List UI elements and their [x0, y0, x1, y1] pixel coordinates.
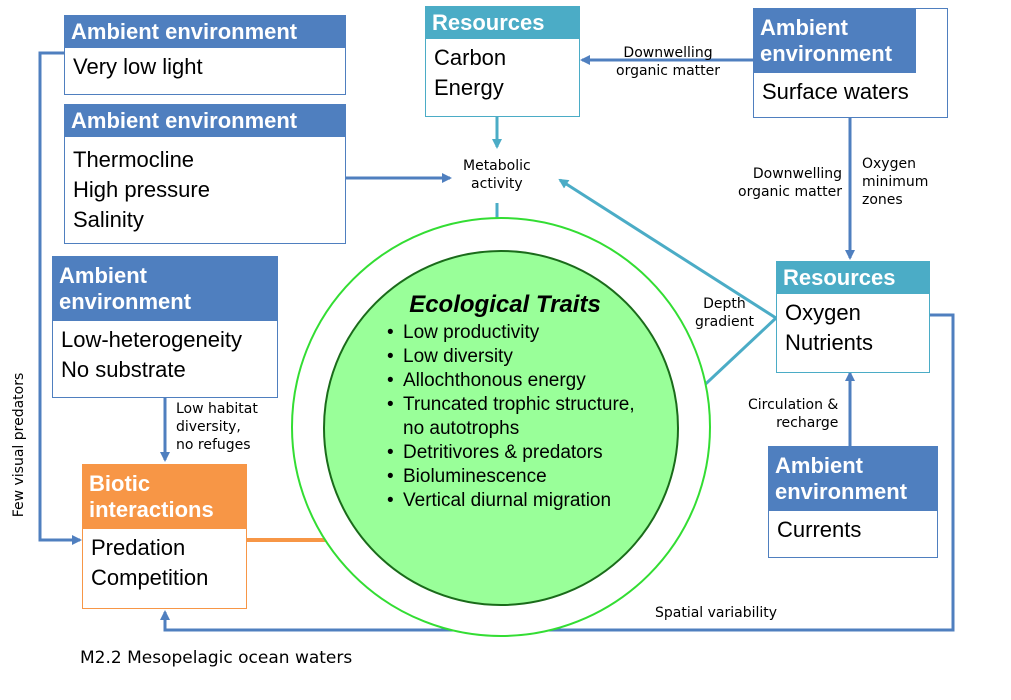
box-line: Competition: [91, 565, 209, 590]
box-line: Carbon: [434, 45, 507, 70]
label-line: Low habitat: [176, 401, 258, 417]
resources-carbon-box: Resources Carbon Energy: [425, 6, 580, 117]
label-few-visual-predators: Few visual predators: [4, 340, 34, 550]
resources-oxygen-box: Resources Oxygen Nutrients: [776, 261, 930, 373]
label-line: activity: [471, 176, 523, 192]
label-line: minimum: [862, 174, 929, 190]
ecological-traits: Ecological Traits Low productivity Low d…: [385, 291, 645, 513]
trait-item: Allochthonous energy: [385, 369, 645, 393]
box-line: Surface waters: [762, 79, 909, 104]
label-line: organic matter: [616, 63, 721, 79]
label-line: diversity,: [176, 419, 241, 435]
box-header: Ambient environment: [769, 447, 937, 511]
label-metabolic-activity: Metabolic activity: [463, 157, 531, 193]
label-line: gradient: [695, 314, 754, 330]
box-header: Biotic interactions: [83, 465, 246, 529]
box-line: Thermocline: [73, 147, 195, 172]
box-header: Ambient environment: [65, 16, 345, 48]
label-downwelling-top: Downwelling organic matter: [616, 44, 720, 80]
label-line: Circulation &: [748, 397, 839, 413]
box-line: Salinity: [73, 207, 144, 232]
box-header: Resources: [426, 7, 579, 39]
box-body: Very low light: [65, 48, 345, 86]
box-body: Low-heterogeneity No substrate: [53, 321, 277, 389]
ambient-thermocline-box: Ambient environment Thermocline High pre…: [64, 104, 346, 244]
arrow-few-visual-predators: [38, 51, 82, 545]
label-line: Downwelling: [623, 45, 713, 61]
label-line: Metabolic: [463, 158, 531, 174]
label-line: Downwelling: [752, 166, 843, 182]
box-line: Predation: [91, 535, 186, 560]
label-line: organic matter: [738, 184, 843, 200]
label-line: no refuges: [176, 437, 251, 453]
arrow-spatial-variability: [160, 313, 955, 632]
ambient-light-box: Ambient environment Very low light: [64, 15, 346, 95]
box-line: Low-heterogeneity: [61, 327, 243, 352]
traits-list: Low productivity Low diversity Allochtho…: [385, 321, 645, 513]
label-line: Depth: [703, 296, 746, 312]
label-line: zones: [862, 192, 903, 208]
ambient-currents-box: Ambient environment Currents: [768, 446, 938, 558]
box-line: High pressure: [73, 177, 210, 202]
box-line: Currents: [777, 517, 862, 542]
label-line: recharge: [776, 415, 839, 431]
box-header: Ambient environment: [53, 257, 277, 321]
ambient-heterogeneity-box: Ambient environment Low-heterogeneity No…: [52, 256, 278, 398]
box-line: Energy: [434, 75, 504, 100]
label-downwelling-right: Downwelling organic matter: [738, 165, 842, 201]
box-line: No substrate: [61, 357, 186, 382]
arrow-resources-right-metabolic: [558, 178, 777, 320]
box-body: Oxygen Nutrients: [777, 294, 929, 362]
biotic-interactions-box: Biotic interactions Predation Competitio…: [82, 464, 247, 609]
trait-item: Low diversity: [385, 345, 645, 369]
label-oxygen-minimum: Oxygen minimum zones: [862, 155, 928, 209]
box-body: Currents: [769, 511, 937, 549]
trait-item: Vertical diurnal migration: [385, 489, 645, 513]
label-circulation: Circulation & recharge: [748, 396, 838, 432]
box-body: Thermocline High pressure Salinity: [65, 137, 345, 239]
box-body: Predation Competition: [83, 529, 246, 597]
trait-item: Truncated trophic structure, no autotrop…: [385, 393, 645, 441]
box-line: Very low light: [73, 54, 203, 79]
caption: M2.2 Mesopelagic ocean waters: [80, 648, 353, 668]
box-body: Surface waters: [754, 73, 947, 111]
box-header: Resources: [777, 262, 929, 294]
box-header: Ambient environment: [754, 9, 916, 73]
label-line: Few visual predators: [11, 372, 27, 518]
box-header: Ambient environment: [65, 105, 345, 137]
trait-item: Low productivity: [385, 321, 645, 345]
label-low-habitat: Low habitat diversity, no refuges: [176, 400, 258, 454]
traits-title: Ecological Traits: [409, 291, 601, 318]
trait-item: Detritivores & predators: [385, 441, 645, 465]
label-depth-gradient: Depth gradient: [695, 295, 754, 331]
box-line: Nutrients: [785, 330, 874, 355]
ambient-surface-box: Ambient environment Surface waters: [753, 8, 948, 118]
box-body: Carbon Energy: [426, 39, 579, 107]
label-line: Oxygen: [862, 156, 916, 172]
trait-item: Bioluminescence: [385, 465, 645, 489]
label-spatial-variability: Spatial variability: [655, 605, 778, 621]
box-line: Oxygen: [785, 300, 861, 325]
